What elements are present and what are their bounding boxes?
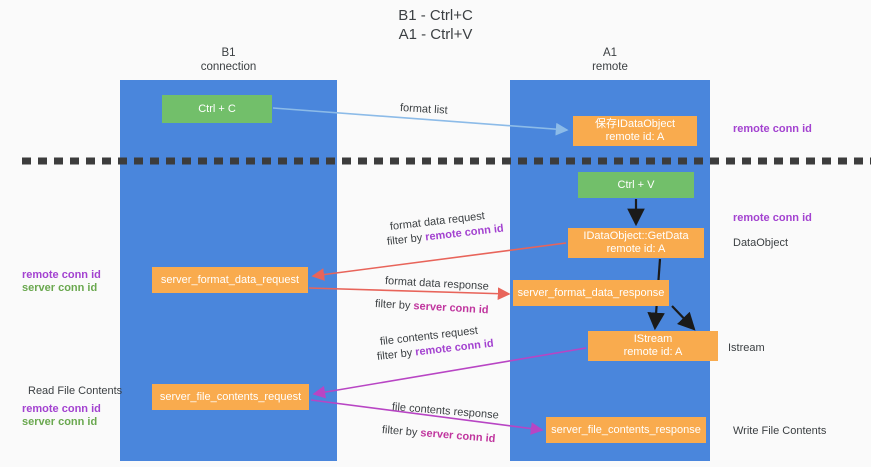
note-left-remote-conn-id-2: remote conn id (22, 403, 101, 415)
node-server-format-data-request[interactable]: server_format_data_request (152, 267, 308, 293)
column-header-b1: B1 connection (200, 47, 257, 73)
node-server-format-data-response[interactable]: server_format_data_response (513, 280, 669, 306)
node-save-idataobject[interactable]: 保存IDataObject remote id: A (573, 116, 697, 146)
node-idataobject-getdata[interactable]: IDataObject::GetData remote id: A (568, 228, 704, 258)
node-server-file-contents-response[interactable]: server_file_contents_response (546, 417, 706, 443)
page-title: B1 - Ctrl+C A1 - Ctrl+V (398, 7, 473, 43)
node-istream[interactable]: IStream remote id: A (588, 331, 718, 361)
filter-key-server-conn-id: server conn id (413, 300, 489, 317)
edge-label-format-data-response-filter: filter by server conn id (375, 297, 489, 317)
note-remote-conn-id-getdata: remote conn id (733, 212, 812, 224)
note-left-remote-conn-id-1: remote conn id (22, 269, 101, 281)
note-remote-conn-id-top: remote conn id (733, 123, 812, 135)
note-write-file-contents: Write File Contents (733, 425, 827, 437)
note-left-server-conn-id-1: server conn id (22, 282, 98, 294)
edge-label-format-list: format list (399, 102, 448, 117)
column-header-a1: A1 remote (592, 47, 628, 73)
node-server-file-contents-request[interactable]: server_file_contents_request (152, 384, 309, 410)
note-dataobject: DataObject (733, 237, 789, 249)
note-read-file-contents: Read File Contents (28, 385, 123, 397)
note-left-server-conn-id-2: server conn id (22, 416, 98, 428)
edge-label-file-contents-response-filter: filter by server conn id (381, 423, 496, 446)
edge-label-format-data-response: format data response (384, 275, 490, 293)
filter-prefix: filter by (374, 298, 414, 313)
node-ctrl-v[interactable]: Ctrl + V (578, 172, 694, 198)
filter-prefix: filter by (386, 231, 426, 248)
edge-label-file-contents-response: file contents response (391, 401, 500, 422)
filter-prefix: filter by (376, 346, 416, 363)
filter-key-server-conn-id: server conn id (419, 427, 496, 446)
note-istream: Istream (728, 342, 765, 354)
filter-prefix: filter by (381, 424, 421, 440)
node-ctrl-c[interactable]: Ctrl + C (162, 95, 272, 123)
